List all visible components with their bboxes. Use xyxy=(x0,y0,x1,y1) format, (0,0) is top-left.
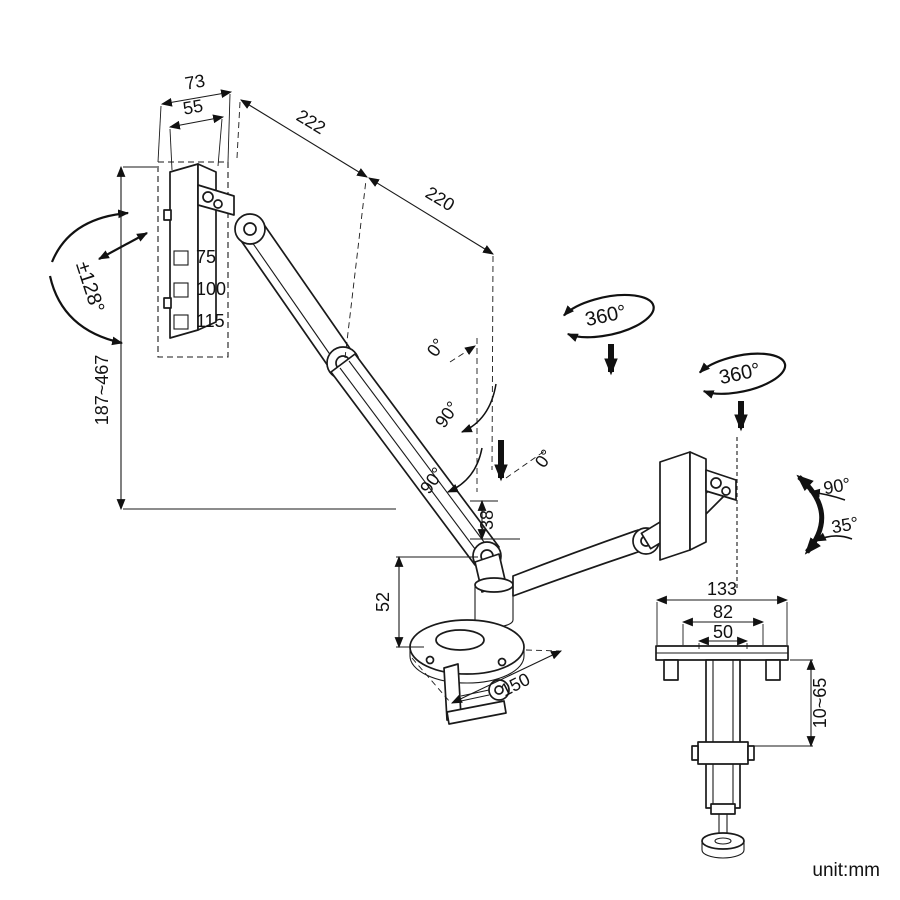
dimension-52 xyxy=(394,555,478,649)
upper-arm xyxy=(234,213,356,372)
clamp-detail-knob xyxy=(701,832,745,859)
clamp-thickness-label: 10~65 xyxy=(810,678,830,729)
vesa-pattern-legend xyxy=(173,250,189,330)
riser-collar xyxy=(474,577,514,628)
dimension-82 xyxy=(681,617,765,645)
rotation-360-left-label: 360° xyxy=(583,301,628,331)
clamp-column xyxy=(705,659,741,809)
dim-222-label: 222 xyxy=(293,106,329,139)
pm128-arc-bottom xyxy=(48,275,124,346)
dim-38-label: 38 xyxy=(477,510,497,530)
clamp-slider xyxy=(697,741,749,765)
desk-base xyxy=(409,619,525,684)
pm128-arc-top xyxy=(50,209,130,263)
dimension-133 xyxy=(655,595,789,645)
dim-73-label: 73 xyxy=(183,71,206,94)
pivot-curve-arrow xyxy=(796,474,825,555)
dim-220-label: 220 xyxy=(422,183,458,216)
dim-height-range-label: 187~467 xyxy=(92,355,112,426)
vesa-75-square-icon xyxy=(173,250,189,266)
pm128-axis-arrow xyxy=(98,232,148,260)
pivot-35-label: 35° xyxy=(830,513,860,537)
rotation-360-right-ellipse xyxy=(699,352,787,399)
tilt-annotation-center xyxy=(446,338,547,493)
dimension-73 xyxy=(157,89,233,163)
dim-55-label: 55 xyxy=(181,96,204,119)
pivot-annotation-right xyxy=(796,474,853,555)
rotation-360-left xyxy=(563,293,655,342)
dimension-222 xyxy=(236,99,368,359)
dimension-clamp-thickness xyxy=(752,658,816,748)
vesa-75-label: 75 xyxy=(196,247,216,267)
pivot-35-leader xyxy=(815,532,853,542)
tilt-90-lower-arc xyxy=(446,447,483,493)
clamp-50-label: 50 xyxy=(713,622,733,642)
tilt-0-top-leader xyxy=(449,345,476,363)
tilt-90-upper-label: 90° xyxy=(431,398,463,432)
rotation-360-right xyxy=(699,352,787,399)
right-vesa-plate xyxy=(659,437,738,588)
rotation-360-right-label: 360° xyxy=(717,359,762,389)
dim-52-label: 52 xyxy=(373,592,393,612)
tilt-90-upper-arc xyxy=(460,383,497,433)
vesa-115-square-icon xyxy=(173,314,189,330)
dimension-55 xyxy=(168,114,225,171)
arm-assembly xyxy=(157,161,738,725)
pivot-90-leader xyxy=(808,488,846,501)
tilt-0-right-leader xyxy=(505,449,547,479)
dimension-38 xyxy=(470,499,520,541)
clamp-133-label: 133 xyxy=(707,579,737,599)
tilt-0-right-label: 0° xyxy=(531,446,557,472)
clamp-82-label: 82 xyxy=(713,602,733,622)
dimension-150 xyxy=(411,649,562,704)
rotation-360-left-ellipse xyxy=(563,293,655,342)
left-vesa-plate-envelope xyxy=(157,161,229,358)
dimension-220 xyxy=(368,177,494,471)
lower-arm xyxy=(330,353,500,566)
rotation-pm128-label: ±128° xyxy=(71,259,108,316)
vesa-100-square-icon xyxy=(173,282,189,298)
vesa-100-label: 100 xyxy=(196,279,226,299)
clamp-detail-view xyxy=(655,645,789,859)
dimension-50 xyxy=(697,636,749,649)
unit-label: unit:mm xyxy=(812,860,880,881)
dimension-height-range xyxy=(116,165,396,511)
pivot-90-label: 90° xyxy=(822,474,852,498)
tilt-0-top-label: 0° xyxy=(423,335,449,361)
vesa-115-label: 115 xyxy=(196,311,225,331)
